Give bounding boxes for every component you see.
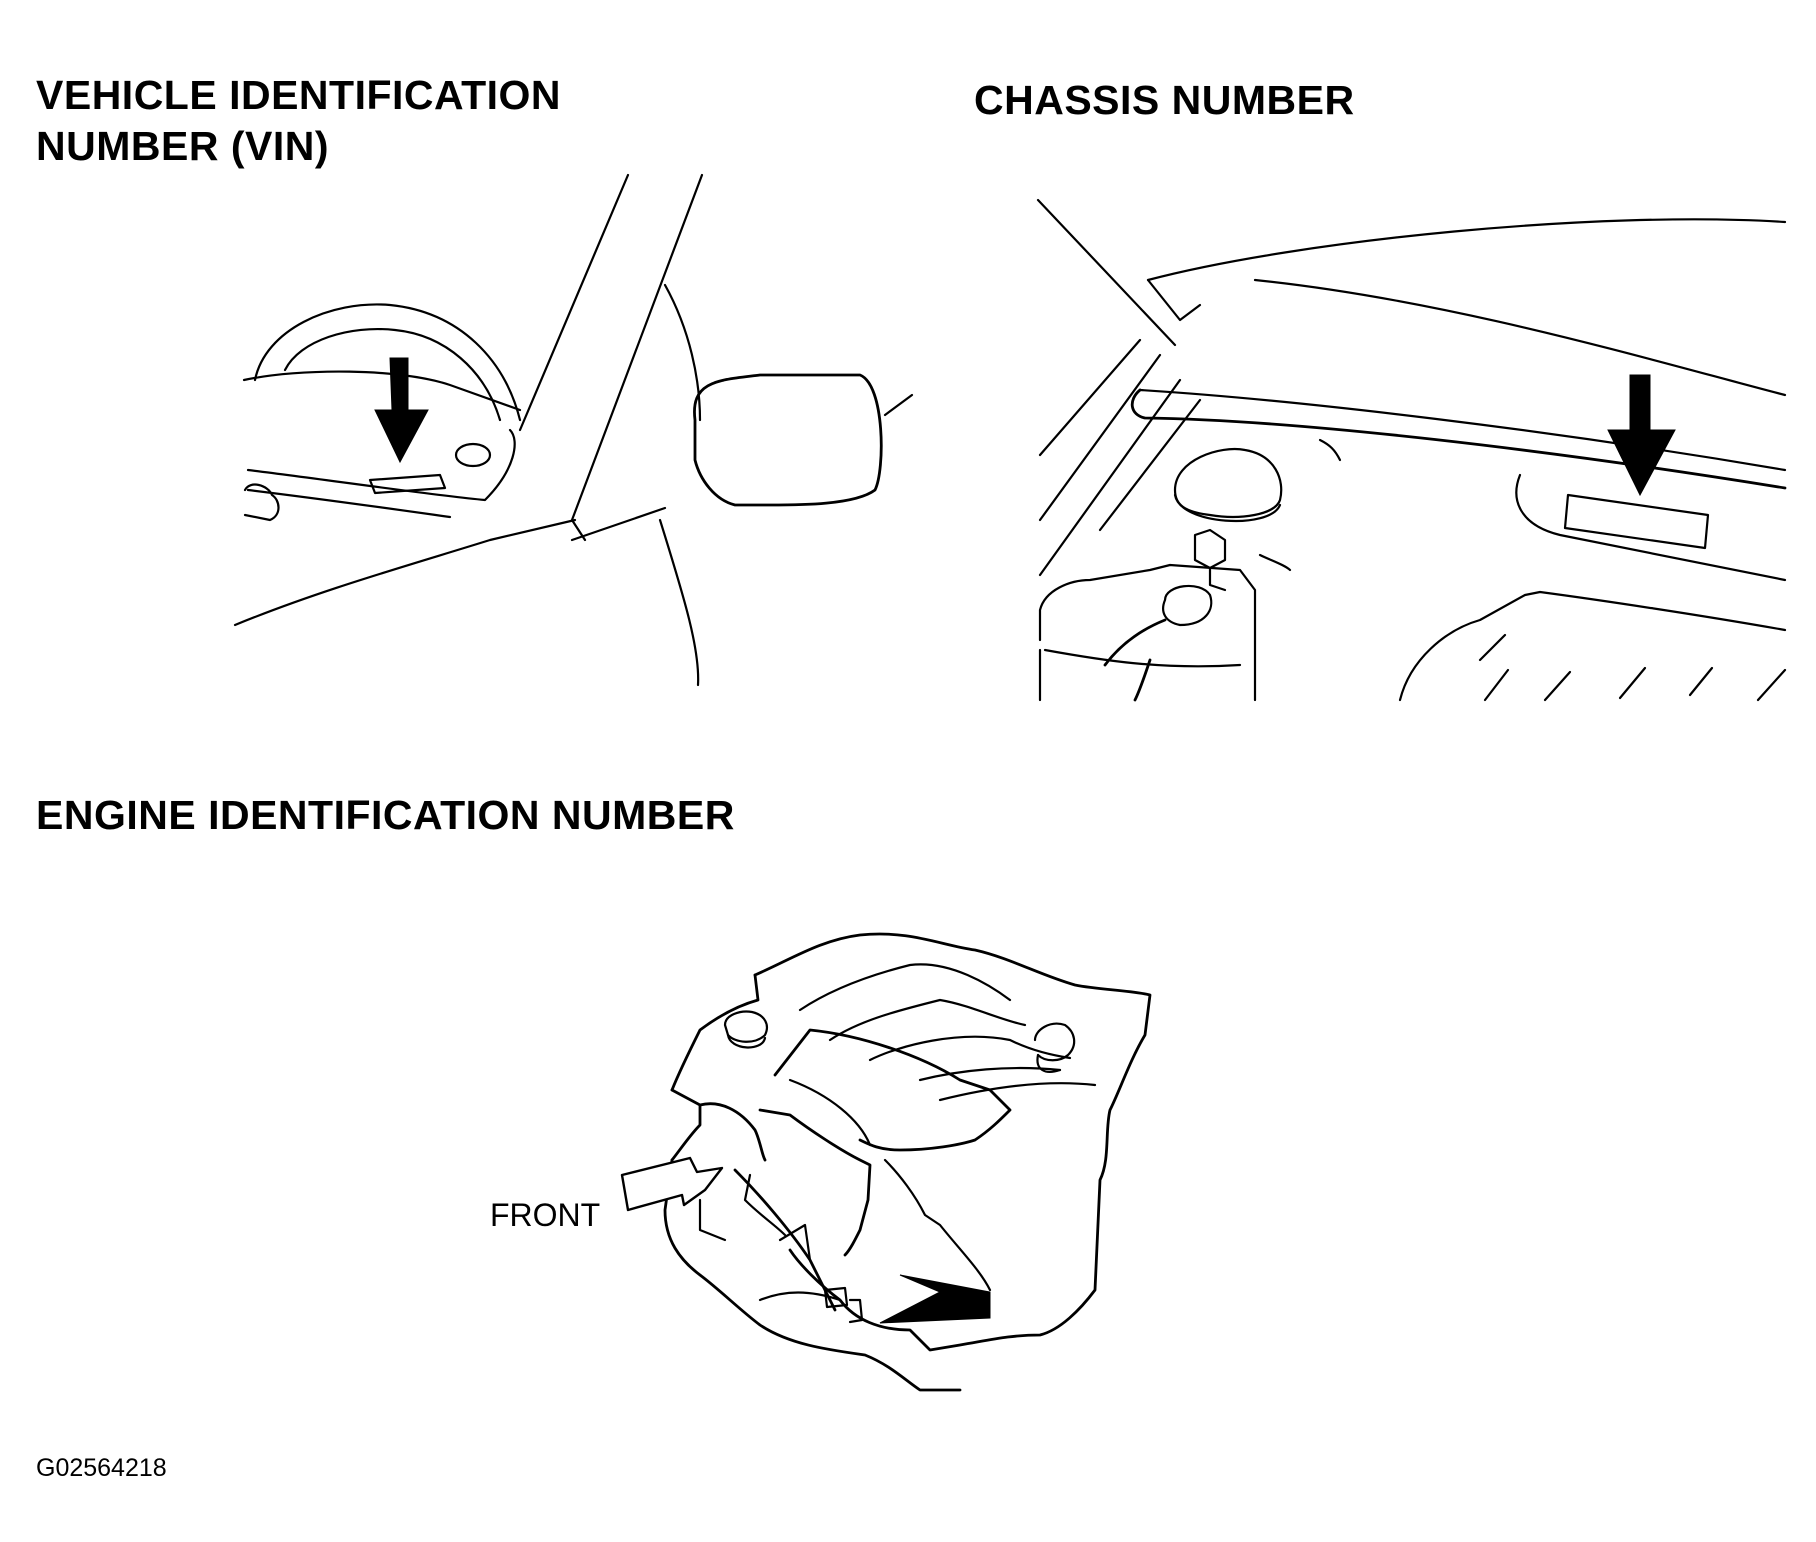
- cover-ridge-5: [938, 1082, 1097, 1102]
- oil-filler-base: [726, 1033, 767, 1049]
- dash-bolt: [454, 442, 492, 468]
- instrument-hood-outer: [253, 303, 522, 422]
- strut-bar: [1130, 388, 1787, 490]
- air-cleaner-top: [1398, 590, 1787, 702]
- front-direction-arrow-icon: [620, 1156, 724, 1212]
- vin-pointer-arrow-icon: [374, 357, 429, 464]
- a-pillar-rear-edge: [570, 173, 704, 542]
- air-cleaner-rib-5: [1688, 666, 1714, 697]
- bracket-line: [1258, 553, 1292, 572]
- engine-id-stamp-2: [848, 1298, 864, 1324]
- intake-box: [773, 1028, 1012, 1152]
- engine-outline-bottom: [663, 1158, 962, 1392]
- air-cleaner-rib-1: [1478, 633, 1507, 662]
- strut-bar-top: [1138, 388, 1787, 472]
- terminal-post: [1208, 566, 1227, 592]
- engine-outline-left: [670, 1088, 702, 1162]
- hood-hinge: [1146, 278, 1202, 322]
- engine-id-stamp: [823, 1286, 849, 1309]
- dashboard-top: [242, 370, 522, 412]
- chassis-illustration: [1036, 198, 1787, 702]
- instrument-hood-inner: [283, 328, 502, 422]
- hood-top-edge: [1146, 218, 1787, 282]
- hood-prop-line: [1036, 198, 1177, 347]
- front-direction-label: FRONT: [490, 1197, 601, 1233]
- fender-line-1: [1038, 338, 1142, 457]
- cover-ridge-2: [828, 998, 1027, 1042]
- cover-ridge-4: [918, 1066, 1062, 1082]
- right-knob-base: [1036, 1053, 1062, 1073]
- fender-line-4: [1098, 398, 1202, 532]
- terminal-clamp: [1162, 584, 1213, 627]
- door-edge: [658, 518, 700, 687]
- front-detail-3: [778, 1223, 812, 1262]
- a-pillar-front-edge: [518, 173, 630, 432]
- wiper-pivot: [243, 483, 280, 522]
- hose-line: [1318, 438, 1342, 462]
- plate-recess: [1515, 473, 1787, 582]
- oil-filler-cap: [723, 1010, 768, 1043]
- block-edge: [883, 1158, 992, 1292]
- window-lower-edge: [570, 506, 667, 542]
- reservoir-rim: [1173, 493, 1282, 523]
- engine-illustration: [620, 932, 1152, 1392]
- fender-line-3: [1038, 378, 1182, 577]
- engine-panel-title: ENGINE IDENTIFICATION NUMBER: [36, 792, 735, 838]
- air-cleaner-rib-3: [1543, 670, 1572, 702]
- chassis-plate: [1563, 493, 1710, 550]
- side-mirror: [693, 373, 883, 507]
- vin-panel-title: VEHICLE IDENTIFICATION NUMBER (VIN): [36, 70, 561, 172]
- fender-line-2: [1038, 353, 1162, 522]
- vin-plate: [368, 473, 447, 495]
- engine-pointer-arrow-icon: [879, 1274, 991, 1324]
- front-detail-1: [698, 1198, 727, 1242]
- vin-title-line-2: NUMBER (VIN): [36, 123, 329, 169]
- vin-illustration: [233, 173, 914, 687]
- reservoir-cap: [1173, 448, 1283, 518]
- front-face-top: [698, 1102, 767, 1162]
- door-window-frame: [663, 283, 702, 422]
- battery-top: [1038, 563, 1257, 702]
- vin-title-line-1: VEHICLE IDENTIFICATION: [36, 72, 562, 118]
- mirror-mount: [883, 393, 914, 417]
- chassis-panel-title: CHASSIS NUMBER: [974, 77, 1355, 123]
- timing-cover-edge: [733, 1168, 837, 1312]
- air-cleaner-rib-2: [1483, 668, 1510, 702]
- battery-edge: [1043, 648, 1242, 668]
- hood-inner-line: [1253, 278, 1787, 397]
- engine-outline-top: [753, 932, 1152, 1352]
- air-cleaner-rib-4: [1618, 666, 1647, 700]
- engine-outline-left-top: [670, 973, 760, 1092]
- chassis-pointer-arrow-icon: [1607, 374, 1676, 497]
- cowl-lower: [246, 488, 452, 519]
- front-face-side: [758, 1108, 872, 1257]
- right-knob: [1033, 1022, 1076, 1062]
- front-detail-4: [758, 1291, 842, 1302]
- cowl-line: [246, 428, 516, 502]
- battery-cable-2: [1133, 658, 1152, 702]
- figure-id: G02564218: [36, 1454, 167, 1482]
- battery-cable: [1103, 618, 1167, 667]
- hood-edge: [233, 518, 577, 627]
- cover-ridge-1: [798, 963, 1012, 1012]
- terminal-bolt: [1193, 528, 1227, 570]
- intake-box-edge: [788, 1078, 872, 1147]
- front-detail-2: [743, 1173, 787, 1237]
- air-cleaner-rib-6: [1756, 668, 1787, 702]
